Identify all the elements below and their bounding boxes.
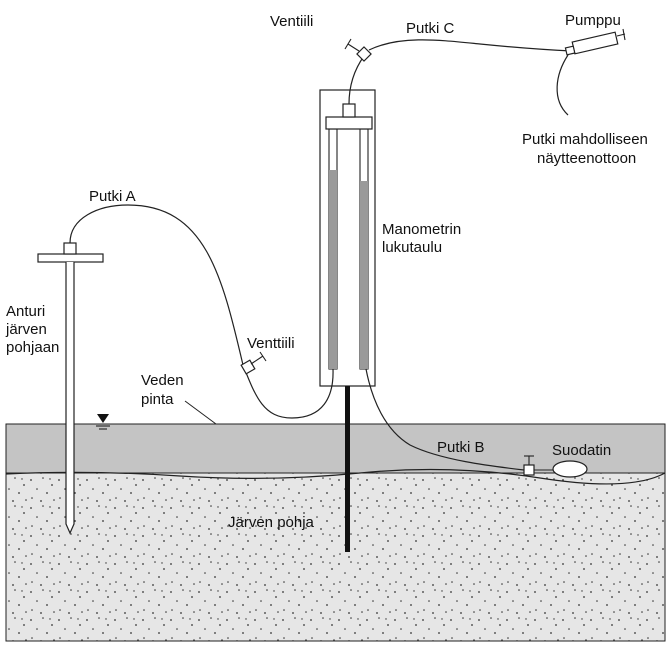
label-putki-a: Putki A [89, 188, 136, 205]
label-venttiili: Venttiili [247, 335, 295, 352]
label-pumppu: Pumppu [565, 12, 621, 29]
label-putki-c: Putki C [406, 20, 455, 37]
tube-a [69, 204, 334, 419]
manometer-board [319, 89, 376, 387]
manometer-fluid-left [329, 170, 337, 369]
tube-b [365, 368, 525, 471]
manometer-fluid-right [360, 181, 368, 369]
label-ventiili: Ventiili [270, 13, 313, 30]
label-veden-1: Veden [141, 372, 184, 389]
label-jarven-pohja: Järven pohja [228, 514, 315, 531]
label-suodatin: Suodatin [552, 442, 611, 459]
label-manometer-1: Manometrin [382, 221, 461, 238]
label-anturi-3: pohjaan [6, 339, 59, 356]
support-rod [345, 386, 350, 552]
water-surface-pointer [184, 400, 217, 425]
label-manometer-2: lukutaulu [382, 239, 442, 256]
valve-top-icon [344, 38, 372, 62]
sampling-tube [556, 54, 569, 116]
label-anturi-2: järven [5, 321, 47, 338]
label-anturi-1: Anturi [6, 303, 45, 320]
pump-icon [564, 28, 626, 56]
tube-c [368, 39, 573, 52]
filter-valve-icon [523, 455, 554, 476]
lake-bed-line [5, 468, 666, 485]
lake-bottom-sediment [5, 472, 666, 642]
label-sampling-2: näytteenottoon [537, 150, 636, 167]
label-putki-b: Putki B [437, 439, 485, 456]
probe [37, 242, 104, 535]
water-surface-marker-icon [96, 414, 110, 430]
label-sampling-1: Putki mahdolliseen [522, 131, 648, 148]
filter-icon [552, 460, 588, 478]
label-veden-2: pinta [141, 391, 174, 408]
valve-a-icon [240, 351, 267, 375]
